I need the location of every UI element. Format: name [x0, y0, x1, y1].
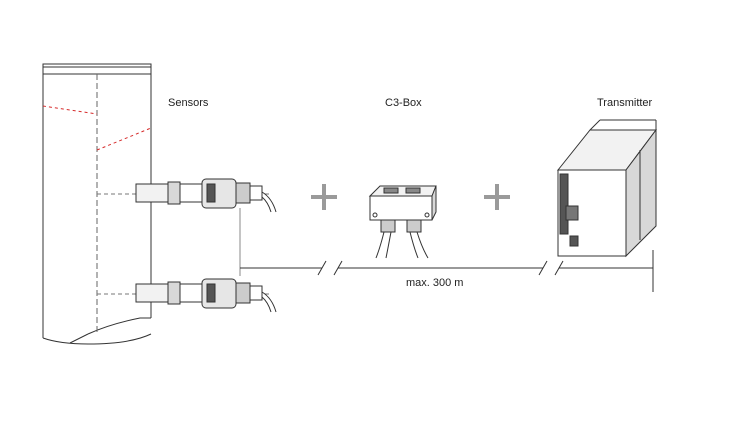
- distance-label: max. 300 m: [406, 277, 464, 289]
- transmitter-module-icon: [556, 119, 657, 258]
- sensor-icon-bottom: [97, 278, 277, 313]
- pipe-cut-dashed-line: [42, 105, 152, 151]
- c3-box-icon: [368, 185, 437, 259]
- sensor-icon-top: [97, 178, 277, 213]
- sensors-label: Sensors: [168, 97, 209, 109]
- plus-sign-icon: [484, 184, 510, 210]
- transmitter-label: Transmitter: [597, 97, 653, 109]
- distance-dimension-line: [240, 250, 654, 292]
- c3-box-label: C3-Box: [385, 97, 422, 109]
- pipe-icon: [42, 63, 152, 345]
- plus-sign-icon: [311, 184, 337, 210]
